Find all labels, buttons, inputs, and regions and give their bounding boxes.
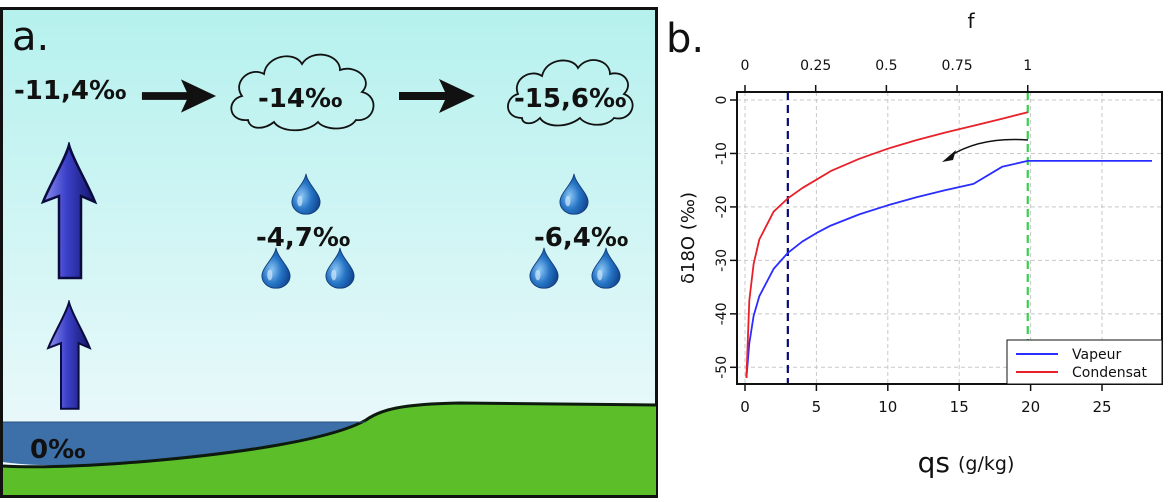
legend-label-condensat: Condensat xyxy=(1072,365,1147,381)
cloud-2-icon xyxy=(507,59,634,127)
y-tick-label: -50 xyxy=(714,356,730,379)
plot-frame xyxy=(736,91,1163,385)
y-axis: 0 -10 -20 -30 -40 -50 xyxy=(714,96,737,379)
y-axis-title: δ18O (‰) xyxy=(678,192,699,284)
x-tick-label: 0 xyxy=(740,398,750,416)
x-tick-label: 10 xyxy=(878,398,897,416)
top-axis: 0 0.25 0.5 0.75 1 xyxy=(741,58,1032,92)
x-tick-label: 20 xyxy=(1021,398,1040,416)
x-axis-title-main: qs xyxy=(918,446,950,479)
y-tick-label: -40 xyxy=(714,302,730,325)
x-tick-label: 5 xyxy=(812,398,822,416)
y-tick-label: -30 xyxy=(714,249,730,272)
legend-box xyxy=(1006,339,1163,385)
isotope-chart: b. f 0 5 10 15 20 25 0 -10 -20 -30 -40 -50 0 0.25 0.… xyxy=(666,9,1163,479)
panel-a: a. -11,4‰ -14‰ -15,6‰ -4,7‰ -6,4‰ 0‰ xyxy=(0,7,658,498)
rain-2-value: -6,4‰ xyxy=(534,223,628,253)
top-tick-label: 0 xyxy=(741,58,750,74)
y-tick-label: -20 xyxy=(714,195,730,218)
y-tick-label: 0 xyxy=(714,96,730,105)
reference-lines xyxy=(786,92,1029,384)
y-tick-label: -10 xyxy=(714,142,730,165)
legend-label-vapeur: Vapeur xyxy=(1072,347,1121,363)
source-vapour-value: -11,4‰ xyxy=(14,76,126,106)
cloud-1-value: -14‰ xyxy=(258,84,342,114)
ocean xyxy=(3,422,366,466)
shoreline xyxy=(2,401,657,469)
series-line-condensat xyxy=(745,111,1029,379)
rain-1-value: -4,7‰ xyxy=(256,223,350,253)
top-axis-title: f xyxy=(967,9,975,33)
ocean-value: 0‰ xyxy=(30,435,86,465)
series-lines xyxy=(745,111,1152,379)
series-line-vapeur xyxy=(745,160,1152,379)
panel-a-illustration: a. -11,4‰ -14‰ -15,6‰ -4,7‰ -6,4‰ 0‰ xyxy=(0,7,658,498)
trend-arrowhead-icon xyxy=(942,150,956,162)
top-tick-label: 0.25 xyxy=(800,58,831,74)
top-tick-label: 1 xyxy=(1023,58,1032,74)
panel-a-label: a. xyxy=(12,14,49,60)
x-tick-label: 15 xyxy=(950,398,969,416)
grid xyxy=(737,92,1162,384)
top-tick-label: 0.5 xyxy=(875,58,897,74)
x-axis: 0 5 10 15 20 25 xyxy=(740,384,1112,416)
x-tick-label: 25 xyxy=(1092,398,1111,416)
panel-b: b. f 0 5 10 15 20 25 0 -10 -20 -30 -40 -50 0 0.25 0.… xyxy=(660,0,1171,498)
top-tick-label: 0.75 xyxy=(941,58,972,74)
cloud-2-value: -15,6‰ xyxy=(514,84,626,114)
panel-b-label: b. xyxy=(666,16,704,62)
cloud-1-icon xyxy=(230,53,375,132)
legend: Vapeur Condensat xyxy=(1006,339,1163,385)
x-axis-title-unit: (g/kg) xyxy=(958,453,1014,475)
land xyxy=(3,403,656,495)
trend-arrow-icon xyxy=(949,138,1029,157)
